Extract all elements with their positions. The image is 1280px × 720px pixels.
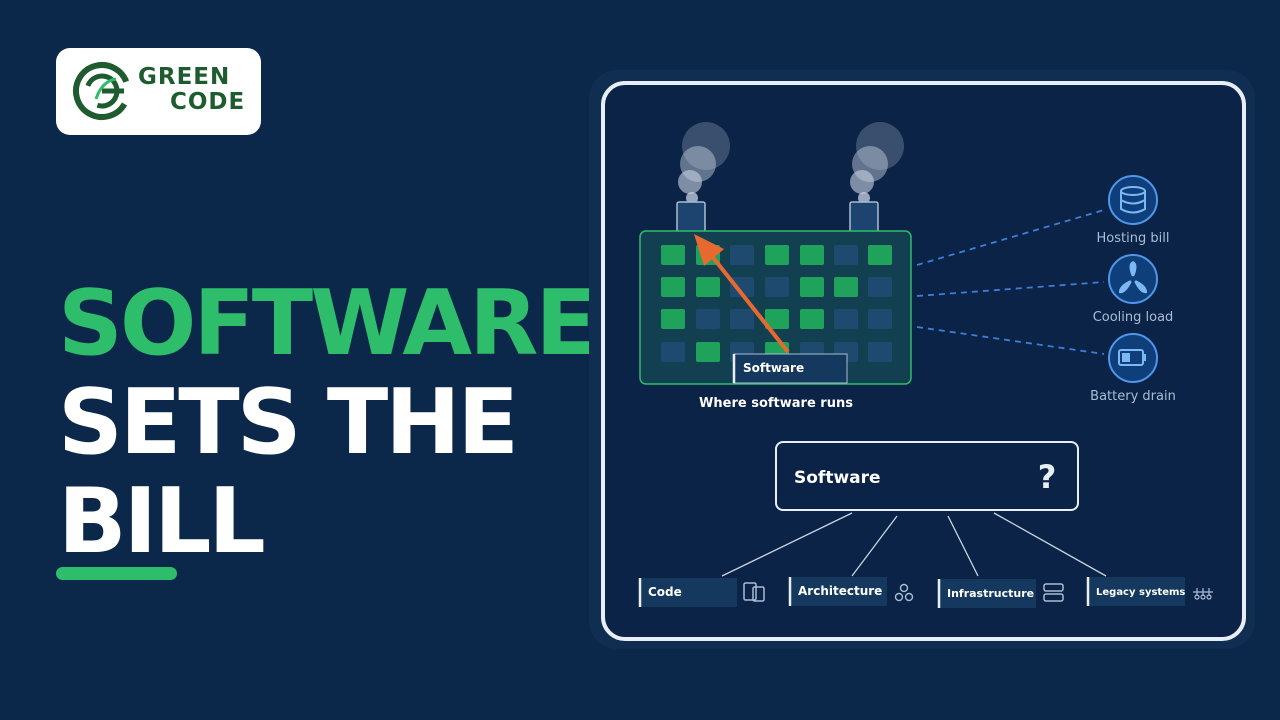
headline-line-3: BILL	[58, 469, 266, 574]
impact-label-battery: Battery drain	[1090, 389, 1176, 404]
building-windows	[661, 245, 892, 362]
headline-underline	[56, 567, 177, 580]
impact-label-cooling: Cooling load	[1093, 310, 1174, 325]
database-icon	[1108, 175, 1158, 225]
category-architecture: Architecture	[788, 577, 914, 606]
building-window	[661, 277, 685, 297]
green-code-logo-icon	[73, 62, 131, 120]
headline-line-2: SETS THE	[58, 370, 519, 475]
building-window	[765, 309, 789, 329]
category-connectors	[721, 512, 1107, 577]
category-legacy: Legacy systems	[1086, 577, 1213, 606]
building-window	[800, 277, 824, 297]
building-window	[730, 245, 754, 265]
category-code: Code	[638, 578, 765, 607]
category-label-infrastructure: Infrastructure	[947, 587, 1034, 600]
diagram-svg: Software Where software runs Hosting bil…	[638, 122, 1213, 608]
building-caption: Where software runs	[699, 396, 853, 411]
building-window	[696, 309, 720, 329]
building-window	[696, 342, 720, 362]
impact-battery: Battery drain	[1090, 333, 1176, 404]
category-label-code: Code	[648, 585, 682, 599]
building-label: Software	[743, 361, 804, 375]
building-window	[800, 309, 824, 329]
building-window	[661, 309, 685, 329]
smoke-right	[850, 122, 904, 204]
server-icon	[1043, 583, 1064, 602]
chimney-left	[676, 201, 706, 235]
impact-hosting: Hosting bill	[1097, 175, 1170, 246]
logo-wordmark: GREEN CODE	[138, 65, 245, 115]
building-window	[696, 277, 720, 297]
headline: SOFTWARE SETS THE BILL	[58, 271, 597, 574]
building-window	[661, 342, 685, 362]
building-window	[765, 245, 789, 265]
impact-label-hosting: Hosting bill	[1097, 231, 1170, 246]
green-code-logo: GREEN CODE	[56, 48, 261, 135]
devices-icon	[743, 582, 765, 602]
arrow-to-chimney	[694, 234, 790, 354]
building-window	[868, 342, 892, 362]
building-window	[868, 309, 892, 329]
chimney-right	[849, 201, 879, 235]
building-window	[868, 245, 892, 265]
building-window	[730, 277, 754, 297]
category-infrastructure: Infrastructure	[937, 579, 1064, 608]
building-window	[661, 245, 685, 265]
building-window	[834, 245, 858, 265]
smoke-left	[678, 122, 730, 204]
category-label-architecture: Architecture	[798, 584, 882, 598]
building-window	[800, 245, 824, 265]
logo-line-1: GREEN	[138, 64, 231, 90]
question-box-label: Software	[794, 468, 881, 488]
battery-icon	[1108, 333, 1158, 383]
software-question-box	[775, 441, 1079, 511]
diagram-panel: Software Where software runs Hosting bil…	[601, 81, 1246, 641]
question-mark: ?	[1038, 458, 1057, 496]
building-window	[868, 277, 892, 297]
logo-line-2: CODE	[170, 89, 246, 115]
impact-cooling: Cooling load	[1093, 254, 1174, 325]
nodes-icon	[894, 583, 914, 602]
building-window	[730, 309, 754, 329]
building-window	[834, 309, 858, 329]
category-label-legacy: Legacy systems	[1096, 587, 1185, 598]
building-window	[765, 277, 789, 297]
legacy-network-icon	[1193, 588, 1213, 600]
building-window	[834, 277, 858, 297]
impact-connectors	[916, 209, 1105, 355]
headline-line-1: SOFTWARE	[58, 271, 597, 376]
